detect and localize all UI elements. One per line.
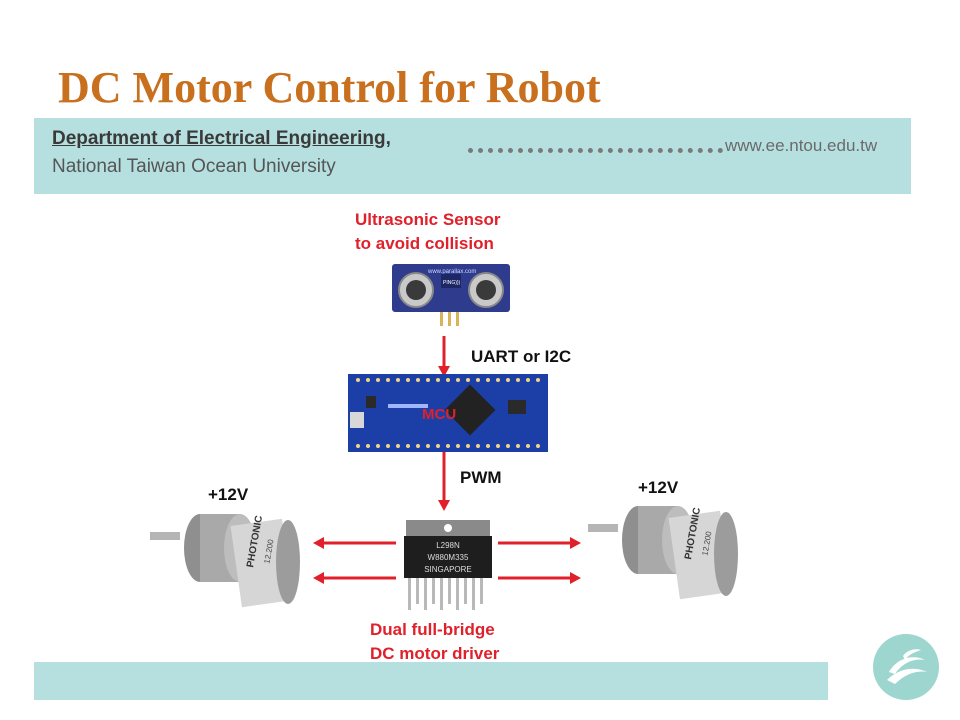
mcu-label: MCU <box>422 406 456 423</box>
sensor-label: Ultrasonic Sensor to avoid collision <box>355 208 501 256</box>
university-name: National Taiwan Ocean University <box>52 156 336 177</box>
sensor-label-line2: to avoid collision <box>355 234 494 253</box>
bus-label: UART or I2C <box>471 347 572 366</box>
chip-text-line2: W880M335 <box>428 553 469 562</box>
arrows-driver-to-left-motor <box>313 537 396 584</box>
driver-label-line2: DC motor driver <box>370 644 500 663</box>
sensor-module-text: PING))) <box>443 280 461 286</box>
arrow-sensor-to-mcu <box>438 336 450 377</box>
arrow-mcu-to-driver <box>438 452 450 511</box>
motor-driver-chip-image: L298N W880M335 SINGAPORE <box>404 520 492 610</box>
mcu-board-image: MCU <box>348 374 548 452</box>
right-dc-motor-image: PHOTONIC 12.200 <box>588 506 738 600</box>
ultrasonic-sensor-image: www.parallax.com PING))) <box>392 264 510 326</box>
right-motor-code: 12.200 <box>700 530 713 556</box>
left-dc-motor-image: PHOTONIC 12.200 <box>150 514 300 608</box>
arrows-driver-to-right-motor <box>498 537 581 584</box>
right-voltage-label: +12V <box>638 478 679 497</box>
department-name: Department of Electrical Engineering, <box>52 128 391 149</box>
slide-title: DC Motor Control for Robot <box>58 63 601 112</box>
chip-text-line3: SINGAPORE <box>424 565 472 574</box>
website-link[interactable]: www.ee.ntou.edu.tw <box>725 136 878 155</box>
driver-label: Dual full-bridge DC motor driver <box>370 618 499 666</box>
footer-band <box>34 662 828 700</box>
university-logo <box>873 634 939 700</box>
sensor-board-text: www.parallax.com <box>427 269 476 275</box>
left-voltage-label: +12V <box>208 485 249 504</box>
dotted-separator <box>468 134 723 153</box>
driver-label-line1: Dual full-bridge <box>370 620 495 639</box>
sensor-label-line1: Ultrasonic Sensor <box>355 210 501 229</box>
chip-text-line1: L298N <box>436 541 460 550</box>
left-motor-code: 12.200 <box>262 538 275 564</box>
wave-logo-icon <box>887 649 927 684</box>
pwm-label: PWM <box>460 468 502 487</box>
header-band <box>34 118 911 194</box>
